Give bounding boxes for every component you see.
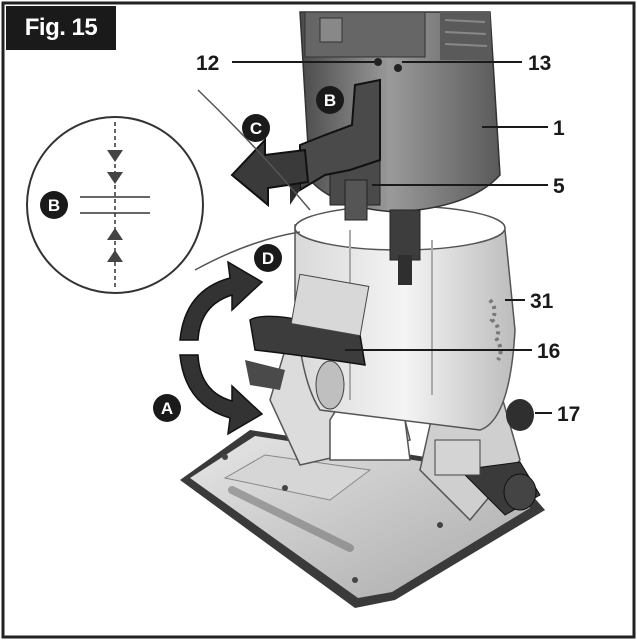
- svg-text:B: B: [48, 196, 60, 215]
- figure-label: Fig. 15: [6, 6, 116, 50]
- badge-b-top: B: [316, 86, 344, 114]
- svg-text:B: B: [324, 91, 336, 110]
- callout-17: 17: [557, 403, 580, 426]
- badge-a: A: [153, 394, 181, 422]
- arrow-c: [230, 137, 310, 208]
- callout-16: 16: [537, 340, 560, 363]
- clamp-lever: [245, 273, 370, 410]
- callout-1: 1: [553, 117, 565, 140]
- detail-magnifier: [26, 89, 311, 294]
- adjustment-knob: [434, 399, 541, 516]
- badge-b-detail: B: [40, 191, 68, 219]
- badge-c: C: [242, 114, 270, 142]
- callout-12: 12: [196, 52, 219, 75]
- callout-5: 5: [553, 175, 565, 198]
- spindle-lock-icon: [374, 58, 382, 66]
- svg-text:A: A: [161, 399, 173, 418]
- svg-text:D: D: [262, 249, 274, 268]
- callout-31: 31: [530, 290, 554, 313]
- callout-13: 13: [528, 52, 551, 75]
- lock-icon: [394, 64, 402, 72]
- arrow-a: [179, 354, 264, 436]
- svg-text:C: C: [250, 119, 262, 138]
- badge-d: D: [254, 244, 282, 272]
- arrow-d: [179, 260, 264, 341]
- leader-lines: [232, 61, 552, 414]
